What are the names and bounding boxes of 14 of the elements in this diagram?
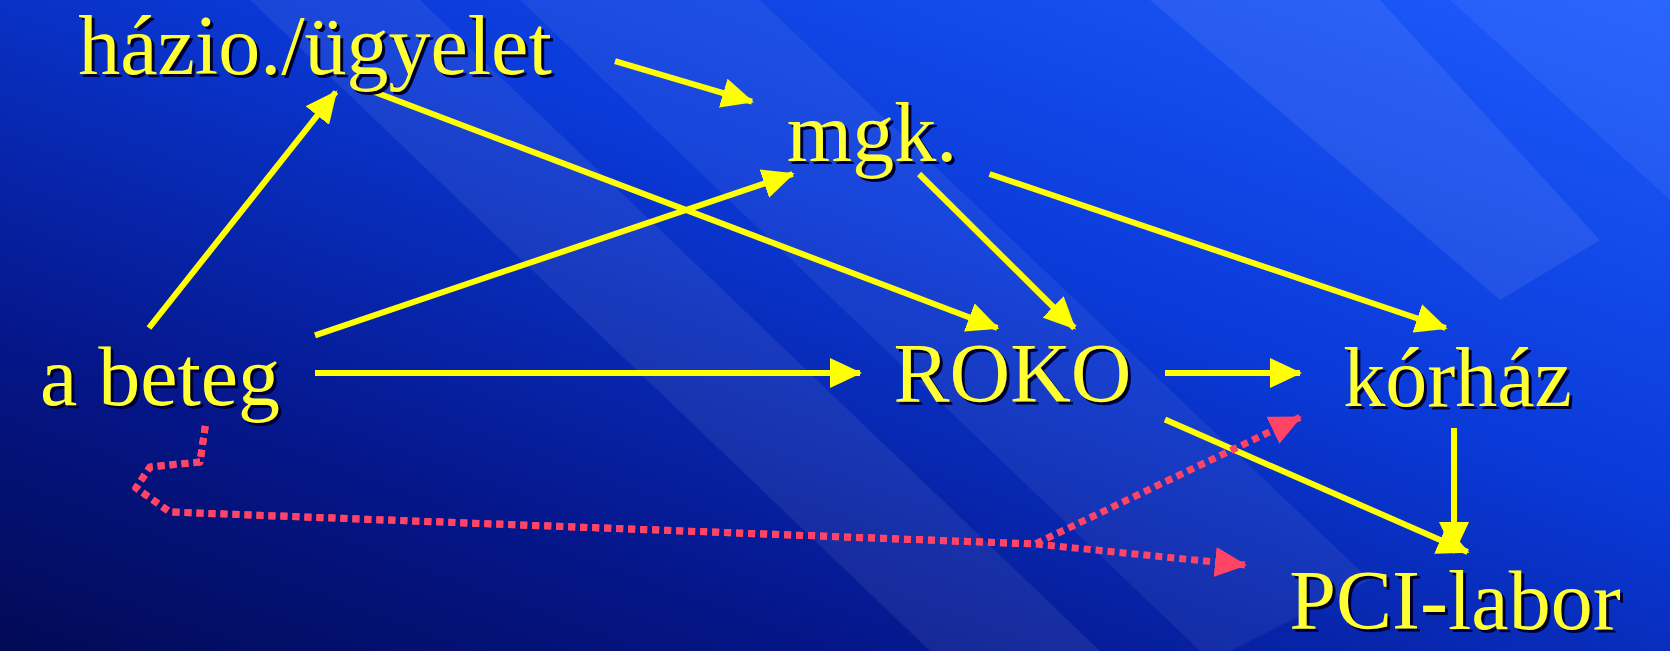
arrow	[1163, 416, 1470, 555]
arrow	[614, 58, 754, 108]
node-label: PCI-labor	[1289, 559, 1621, 643]
arrow	[1165, 358, 1302, 388]
node-label: ROKO	[893, 332, 1132, 416]
arrow	[314, 169, 795, 339]
arrow	[146, 90, 339, 330]
arrow	[917, 171, 1077, 331]
arrow	[988, 171, 1448, 333]
arrow	[373, 89, 1000, 332]
arrow	[1439, 428, 1469, 554]
node-label: kórház	[1343, 336, 1572, 420]
dotted-arrow	[132, 425, 1247, 577]
arrow	[315, 358, 862, 388]
